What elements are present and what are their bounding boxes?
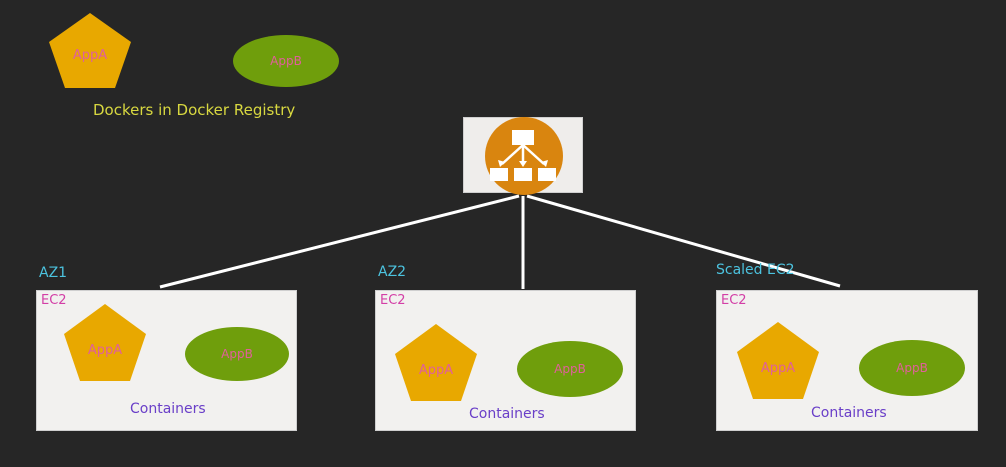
container-app-b-label: AppB bbox=[221, 347, 253, 361]
registry-app-a-label: AppA bbox=[73, 48, 107, 63]
containers-label: Containers bbox=[811, 405, 887, 421]
container-app-b-label: AppB bbox=[896, 361, 928, 375]
container-app-a-label: AppA bbox=[761, 361, 795, 376]
load-balancer-icon bbox=[485, 117, 563, 195]
load-balancer bbox=[463, 117, 583, 195]
container-app-a-label: AppA bbox=[419, 363, 453, 378]
connector-line-scaled bbox=[526, 194, 841, 288]
container-app-b-ellipse: AppB bbox=[859, 340, 965, 396]
connector-line-az1 bbox=[159, 194, 520, 289]
container-app-a-pentagon: AppA bbox=[64, 304, 146, 381]
registry-app-b-label: AppB bbox=[270, 54, 302, 68]
ec2-instance-3: EC2 AppA AppB Containers bbox=[716, 290, 978, 431]
registry-label: Dockers in Docker Registry bbox=[93, 101, 296, 119]
az-label-3: Scaled EC2 bbox=[716, 262, 795, 278]
az-label-1: AZ1 bbox=[39, 265, 68, 281]
containers-label: Containers bbox=[469, 406, 545, 422]
ec2-label: EC2 bbox=[41, 293, 67, 308]
ec2-label: EC2 bbox=[380, 293, 406, 308]
ec2-label: EC2 bbox=[721, 293, 747, 308]
ec2-instance-2: EC2 AppA AppB Containers bbox=[375, 290, 636, 431]
container-app-a-pentagon: AppA bbox=[395, 324, 477, 401]
container-app-a-pentagon: AppA bbox=[737, 322, 819, 399]
container-app-b-ellipse: AppB bbox=[185, 327, 289, 381]
registry-app-b-ellipse: AppB bbox=[233, 35, 339, 87]
container-app-a-label: AppA bbox=[88, 343, 122, 358]
az-label-2: AZ2 bbox=[378, 264, 407, 280]
ec2-instance-1: EC2 AppA AppB Containers bbox=[36, 290, 297, 431]
containers-label: Containers bbox=[130, 401, 206, 417]
container-app-b-label: AppB bbox=[554, 362, 586, 376]
registry-app-a-pentagon: AppA bbox=[49, 13, 131, 88]
container-app-b-ellipse: AppB bbox=[517, 341, 623, 397]
